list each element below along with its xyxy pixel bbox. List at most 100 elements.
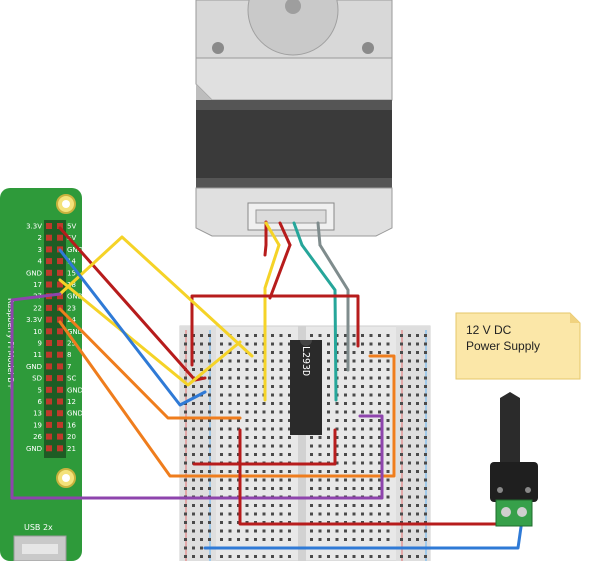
breadboard-hole <box>408 478 411 482</box>
breadboard-hole <box>279 402 283 405</box>
breadboard-hole <box>318 529 322 533</box>
wire-blue-bottom <box>203 518 524 550</box>
breadboard-hole <box>400 376 403 380</box>
l293d-chip: L293D <box>290 340 322 435</box>
breadboard-hole <box>245 512 249 516</box>
breadboard-hole <box>228 478 232 482</box>
breadboard-hole <box>386 393 390 397</box>
breadboard-hole <box>344 410 347 414</box>
breadboard-hole <box>424 334 427 337</box>
breadboard-hole <box>408 427 411 431</box>
breadboard-hole <box>220 529 223 533</box>
breadboard-hole <box>184 470 187 473</box>
gpio-pin <box>57 234 63 241</box>
breadboard-hole <box>424 359 427 363</box>
breadboard-hole <box>416 376 419 380</box>
breadboard-hole <box>327 368 330 371</box>
breadboard-hole <box>416 342 419 346</box>
breadboard-hole <box>279 436 283 439</box>
breadboard-hole <box>310 512 313 516</box>
breadboard-hole <box>361 512 364 516</box>
breadboard-hole <box>424 504 427 507</box>
breadboard-hole <box>400 487 403 490</box>
breadboard-hole <box>361 487 364 490</box>
breadboard-hole <box>208 376 211 380</box>
gpio-pin <box>46 351 52 358</box>
breadboard-hole <box>208 436 211 439</box>
breadboard-hole <box>245 419 249 422</box>
breadboard-hole <box>192 521 195 524</box>
breadboard-hole <box>361 444 364 448</box>
breadboard-hole <box>352 385 356 388</box>
breadboard-hole <box>400 385 403 388</box>
breadboard-hole <box>416 512 419 516</box>
breadboard-hole <box>424 427 427 431</box>
gpio-label-right: GND <box>67 293 83 301</box>
breadboard-hole <box>361 427 364 431</box>
breadboard-hole <box>424 453 427 456</box>
breadboard-hole <box>262 444 266 448</box>
breadboard-hole <box>192 470 195 473</box>
motor-body <box>196 100 392 188</box>
breadboard-hole <box>184 334 187 337</box>
breadboard-hole <box>200 478 203 482</box>
gpio-pin <box>46 304 52 311</box>
wire-orange-1 <box>58 307 242 420</box>
breadboard-hole <box>279 393 283 397</box>
breadboard-hole <box>184 453 187 456</box>
breadboard-hole <box>220 512 223 516</box>
breadboard-hole <box>416 487 419 490</box>
breadboard-hole <box>378 385 381 388</box>
breadboard-hole <box>208 427 211 431</box>
breadboard-hole <box>335 410 339 414</box>
breadboard-hole <box>245 436 249 439</box>
breadboard-hole <box>361 385 364 388</box>
breadboard-hole <box>245 376 249 380</box>
breadboard-hole <box>424 444 427 448</box>
gpio-pin <box>46 234 52 241</box>
breadboard-hole <box>352 351 356 354</box>
breadboard-hole <box>271 538 274 541</box>
breadboard-hole <box>271 376 274 380</box>
gpio-pin <box>57 433 63 440</box>
breadboard-hole <box>279 376 283 380</box>
breadboard-hole <box>220 402 223 405</box>
breadboard-hole <box>271 478 274 482</box>
breadboard-hole <box>228 351 232 354</box>
breadboard-hole <box>184 487 187 490</box>
chip-label: L293D <box>300 346 311 376</box>
breadboard-hole <box>271 470 274 473</box>
breadboard-hole <box>271 368 274 371</box>
breadboard-hole <box>369 436 373 439</box>
breadboard-hole <box>327 334 330 337</box>
breadboard-hole <box>237 359 240 363</box>
breadboard-hole <box>262 453 266 456</box>
breadboard-hole <box>327 410 330 414</box>
breadboard-hole <box>369 487 373 490</box>
breadboard-hole <box>192 385 195 388</box>
breadboard-hole <box>378 555 381 558</box>
wire-stub <box>278 221 292 247</box>
gpio-pin <box>46 281 52 288</box>
breadboard-hole <box>400 359 403 363</box>
breadboard-hole <box>271 410 274 414</box>
gpio-label-left: GND <box>26 363 42 371</box>
breadboard-hole <box>369 419 373 422</box>
breadboard-hole <box>352 359 356 363</box>
breadboard-hole <box>416 444 419 448</box>
breadboard-hole <box>400 529 403 533</box>
breadboard-hole <box>318 453 322 456</box>
breadboard-hole <box>288 368 291 371</box>
breadboard-hole <box>416 504 419 507</box>
breadboard-hole <box>327 555 330 558</box>
dc-barrel-jack <box>490 392 538 527</box>
breadboard-hole <box>378 529 381 533</box>
gpio-pin <box>57 421 63 428</box>
breadboard-hole <box>408 410 411 414</box>
breadboard-hole <box>208 453 211 456</box>
breadboard-hole <box>318 555 322 558</box>
gpio-pin <box>46 269 52 276</box>
breadboard-hole <box>327 436 330 439</box>
breadboard-hole <box>237 385 240 388</box>
breadboard-hole <box>279 334 283 337</box>
